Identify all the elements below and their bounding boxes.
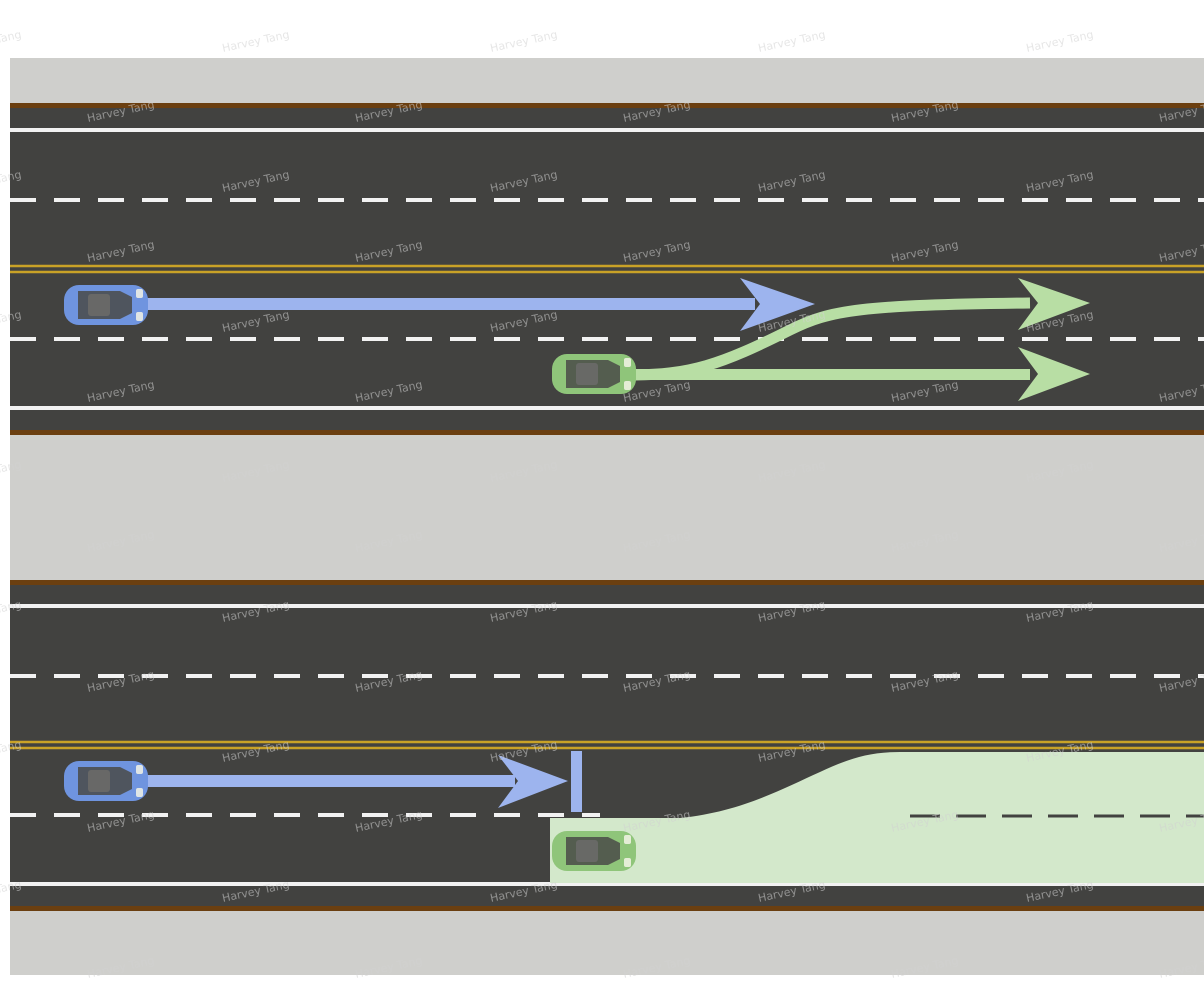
ego-vehicle-car-icon	[64, 285, 148, 325]
lane-change-arrowhead	[1018, 278, 1090, 330]
road-edge-top	[10, 103, 1204, 108]
ego-vehicle-car-icon	[64, 761, 148, 801]
road-edge-bottom	[10, 906, 1204, 911]
other-vehicle-car-icon	[552, 354, 636, 394]
watermark-text: Harvey Tang	[489, 28, 559, 55]
watermark-text: Harvey Tang	[221, 28, 291, 55]
ego-stop-bar	[571, 751, 582, 812]
top-scenario	[10, 103, 1204, 435]
ego-path-shaft	[145, 775, 515, 787]
other-vehicle-paths	[629, 278, 1090, 401]
ego-vehicle-path	[145, 751, 582, 812]
bottom-scenario	[10, 580, 1204, 911]
other-vehicle-car-icon	[552, 831, 636, 871]
watermark-text: Harvey Tang	[757, 28, 827, 55]
other-vehicle-occupancy-zone	[550, 752, 1204, 883]
ego-path-arrowhead	[498, 755, 568, 808]
road-edge-bottom	[10, 430, 1204, 435]
ego-path-arrowhead	[740, 278, 815, 331]
ego-vehicle-path	[145, 278, 815, 331]
keep-lane-arrowhead	[1018, 347, 1090, 401]
watermark-text: Harvey Tang	[1025, 28, 1095, 55]
keep-lane-path	[630, 369, 1030, 380]
watermark-text: Harvey Tang	[0, 28, 23, 55]
ego-path-shaft	[145, 298, 755, 310]
road-edge-top	[10, 580, 1204, 585]
